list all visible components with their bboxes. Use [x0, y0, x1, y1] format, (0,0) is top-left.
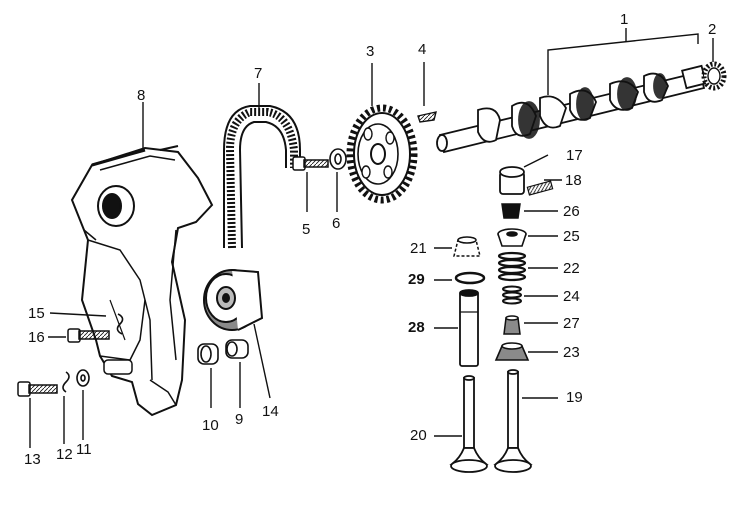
callout-15: 15 — [28, 305, 45, 322]
callout-29: 29 — [408, 271, 425, 288]
bolt-part-5 — [292, 156, 329, 171]
callout-11: 11 — [76, 441, 92, 458]
tension-roller — [203, 269, 264, 331]
callout-28: 28 — [408, 319, 425, 336]
callout-16: 16 — [28, 329, 45, 346]
leader-17 — [523, 154, 549, 168]
callout-8: 8 — [137, 87, 146, 104]
timing-belt — [223, 105, 301, 249]
callout-17: 17 — [566, 147, 583, 164]
callout-25: 25 — [563, 228, 580, 245]
leader-1 — [547, 28, 699, 95]
callout-1: 1 — [620, 11, 629, 28]
callout-14: 14 — [262, 403, 279, 420]
callout-18: 18 — [565, 172, 582, 189]
circlip-part-29 — [454, 271, 486, 285]
washer-part-11 — [76, 369, 90, 387]
callout-2: 2 — [708, 21, 717, 38]
leader-14 — [253, 323, 271, 399]
bucket-tappet-part-17 — [499, 166, 525, 195]
callout-13: 13 — [24, 451, 41, 468]
callout-27: 27 — [563, 315, 580, 332]
bolt-part-13 — [17, 381, 58, 397]
callout-20: 20 — [410, 427, 427, 444]
callout-26: 26 — [563, 203, 580, 220]
spring-seat-part-23 — [494, 342, 530, 361]
valve-collets-part-21 — [453, 236, 481, 257]
spring-clip-part-15 — [116, 313, 124, 335]
callout-23: 23 — [563, 344, 580, 361]
spring-part-18 — [526, 180, 554, 196]
camshaft — [436, 64, 707, 154]
timing-belt-cover — [70, 145, 214, 417]
leader-15 — [49, 312, 107, 317]
woodruff-key — [417, 111, 437, 123]
washer-part-6 — [329, 148, 347, 170]
inner-valve-spring-part-24 — [502, 285, 522, 305]
valve-guide-part-28 — [459, 289, 479, 367]
part-26 — [501, 203, 521, 219]
small-gear-part-2 — [701, 61, 727, 91]
callout-24: 24 — [563, 288, 580, 305]
valve-part-19 — [493, 369, 533, 473]
spring-retainer-part-25 — [497, 228, 527, 247]
callout-6: 6 — [332, 215, 341, 232]
callout-21: 21 — [410, 240, 427, 257]
callout-9: 9 — [235, 411, 244, 428]
spring-washer-part-12 — [62, 371, 70, 393]
valve-part-20 — [449, 375, 489, 473]
callout-19: 19 — [566, 389, 583, 406]
camshaft-sprocket — [346, 104, 418, 204]
callout-22: 22 — [563, 260, 580, 277]
callout-7: 7 — [254, 65, 263, 82]
callout-3: 3 — [366, 43, 375, 60]
callout-12: 12 — [56, 446, 73, 463]
outer-valve-spring-part-22 — [497, 251, 527, 282]
callout-5: 5 — [302, 221, 311, 238]
callout-4: 4 — [418, 41, 427, 58]
bolt-part-16 — [67, 328, 110, 343]
bushing-part-10 — [197, 343, 219, 365]
valve-stem-seal-part-27 — [503, 315, 521, 335]
callout-10: 10 — [202, 417, 219, 434]
bushing-part-9 — [225, 339, 249, 359]
